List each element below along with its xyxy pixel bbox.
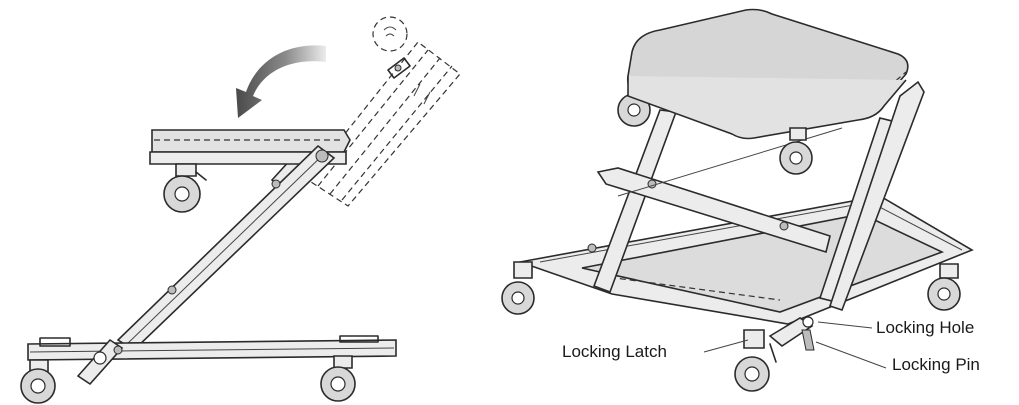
base-wheel-left xyxy=(20,359,56,404)
leader-locking-pin xyxy=(815,341,887,369)
seat-pad-side xyxy=(149,129,351,165)
base-wheel-right-rear xyxy=(927,263,961,311)
front-wheel-top xyxy=(779,127,813,175)
base-wheel-front xyxy=(734,329,770,392)
seat-alt-position xyxy=(307,41,461,207)
latch-side xyxy=(76,338,124,386)
perspective-view xyxy=(501,8,974,392)
leader-locking-hole xyxy=(817,321,873,329)
dashed-circle-detail xyxy=(372,16,408,52)
seat-pad-top xyxy=(626,8,909,140)
side-view xyxy=(20,16,461,404)
curved-arrow-icon xyxy=(236,45,326,119)
locking-latch-label: Locking Latch xyxy=(562,342,667,361)
base-frame-side xyxy=(27,335,397,361)
locking-hole-label: Locking Hole xyxy=(876,318,975,337)
leader-locking-latch xyxy=(703,339,749,353)
locking-pin-label: Locking Pin xyxy=(892,355,980,374)
locking-mechanism xyxy=(768,316,815,363)
diagonal-leg xyxy=(116,144,336,352)
base-wheel-right xyxy=(320,355,356,402)
seat-wheel-side xyxy=(163,163,207,213)
base-wheel-left-rear xyxy=(501,261,535,315)
